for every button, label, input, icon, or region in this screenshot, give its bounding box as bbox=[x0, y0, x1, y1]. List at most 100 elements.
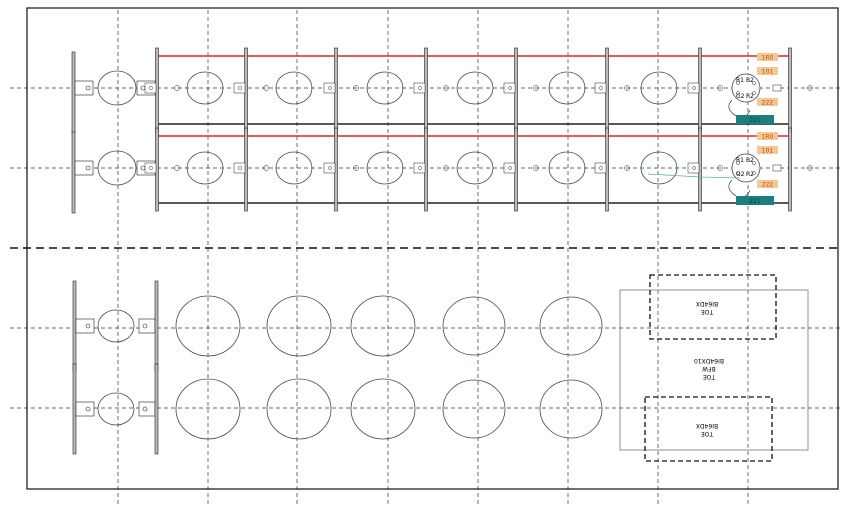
tag-top-2: 101 bbox=[762, 69, 774, 76]
mount-plate bbox=[71, 131, 76, 214]
box-top-line-1: TOE bbox=[701, 308, 714, 315]
bolt-hole bbox=[149, 86, 153, 90]
bolt-hole bbox=[85, 165, 91, 171]
panel-row bbox=[71, 127, 813, 214]
large-lens-circle bbox=[442, 296, 506, 356]
bolt-hole bbox=[599, 86, 603, 90]
small-hole bbox=[353, 165, 359, 171]
bolt-hole bbox=[508, 166, 512, 170]
mount-bracket bbox=[74, 80, 94, 96]
lens-circle bbox=[548, 151, 586, 185]
lower-row bbox=[72, 280, 603, 372]
bolt-hole bbox=[508, 86, 512, 90]
connector-pin bbox=[736, 161, 740, 165]
tag-box bbox=[757, 180, 778, 188]
tag-top-4: 221 bbox=[749, 117, 761, 124]
tag-box bbox=[757, 132, 778, 140]
pin-label: B2 bbox=[746, 77, 754, 84]
small-hole bbox=[717, 165, 723, 171]
mount-bracket bbox=[323, 82, 336, 94]
top-row-tags: 1R0 101 222 221 bbox=[736, 53, 778, 124]
mount-plate bbox=[72, 363, 77, 455]
tag-box bbox=[757, 67, 778, 75]
mount-bracket bbox=[74, 160, 94, 176]
connector-pin bbox=[736, 81, 740, 85]
mount-plate bbox=[72, 280, 77, 372]
bolt-hole bbox=[599, 166, 603, 170]
mount-bracket bbox=[233, 82, 246, 94]
large-lens-circle bbox=[266, 295, 332, 357]
lens-circle bbox=[97, 70, 137, 106]
label-box-top bbox=[649, 274, 777, 340]
mount-plate bbox=[154, 363, 159, 455]
box-mid-line-3: BI64DX10 bbox=[694, 357, 724, 364]
pin-label: R2 bbox=[746, 171, 754, 178]
small-hole bbox=[443, 165, 449, 171]
tag-bottom-4: 221 bbox=[749, 198, 761, 205]
lens-circle bbox=[548, 71, 586, 105]
bolt-hole bbox=[142, 323, 148, 329]
lens-circle bbox=[97, 150, 137, 186]
bolt-hole bbox=[238, 166, 242, 170]
small-hole bbox=[353, 85, 359, 91]
small-hole bbox=[624, 165, 630, 171]
tag-box-teal bbox=[736, 196, 774, 205]
lens-circle bbox=[97, 309, 135, 343]
label-box: TOE BI64DX TOE BFW BI64DX10 TOE BI64DX bbox=[619, 274, 809, 462]
mount-bracket bbox=[772, 164, 782, 172]
lens-circle bbox=[456, 151, 494, 185]
bolt-hole bbox=[85, 406, 91, 412]
mount-bracket bbox=[594, 162, 607, 174]
box-top-line-2: BI64DX bbox=[696, 300, 718, 307]
pin-label: R1 bbox=[736, 77, 744, 84]
mount-bracket bbox=[144, 82, 157, 94]
mount-bracket bbox=[413, 82, 426, 94]
large-lens-circle bbox=[539, 296, 603, 356]
lens-circle bbox=[186, 151, 224, 185]
bolt-hole bbox=[85, 85, 91, 91]
bolt-hole bbox=[328, 166, 332, 170]
large-lens-circle bbox=[175, 295, 241, 357]
large-lens-circle bbox=[350, 378, 416, 440]
lens-circle bbox=[97, 392, 135, 426]
label-box-frame bbox=[619, 289, 809, 451]
small-hole bbox=[533, 85, 539, 91]
small-hole bbox=[807, 85, 813, 91]
pin-label: B2 bbox=[746, 157, 754, 164]
mount-bracket bbox=[687, 162, 700, 174]
connector-pin bbox=[736, 91, 740, 95]
mount-bracket bbox=[323, 162, 336, 174]
bolt-hole bbox=[692, 166, 696, 170]
wire-loop bbox=[728, 179, 751, 198]
mount-bracket bbox=[503, 162, 516, 174]
large-lens-circle bbox=[350, 295, 416, 357]
connector-circle bbox=[731, 153, 761, 183]
mount-plate bbox=[788, 127, 792, 212]
tag-top-3: 222 bbox=[762, 100, 774, 107]
panel-row bbox=[71, 47, 813, 135]
panel-rows bbox=[71, 47, 813, 214]
pin-label: R1 bbox=[736, 157, 744, 164]
bolt-hole bbox=[418, 86, 422, 90]
small-hole bbox=[443, 85, 449, 91]
tag-bottom-3: 222 bbox=[762, 182, 774, 189]
mount-bracket bbox=[503, 82, 516, 94]
small-hole bbox=[263, 165, 269, 171]
lower-row bbox=[72, 363, 603, 455]
lower-section bbox=[72, 280, 603, 455]
large-lens-circle bbox=[175, 378, 241, 440]
lens-circle bbox=[366, 71, 404, 105]
connector-pin bbox=[752, 161, 756, 165]
lens-circle bbox=[456, 71, 494, 105]
lens-circle bbox=[366, 151, 404, 185]
tag-top-1: 1R0 bbox=[762, 55, 774, 62]
small-hole bbox=[174, 85, 180, 91]
mount-bracket bbox=[772, 84, 782, 92]
tag-box bbox=[757, 146, 778, 154]
mount-bracket bbox=[413, 162, 426, 174]
lens-circle bbox=[640, 71, 678, 105]
mount-plate bbox=[71, 51, 76, 135]
mount-bracket bbox=[233, 162, 246, 174]
box-mid-line-2: BFW bbox=[702, 365, 716, 372]
